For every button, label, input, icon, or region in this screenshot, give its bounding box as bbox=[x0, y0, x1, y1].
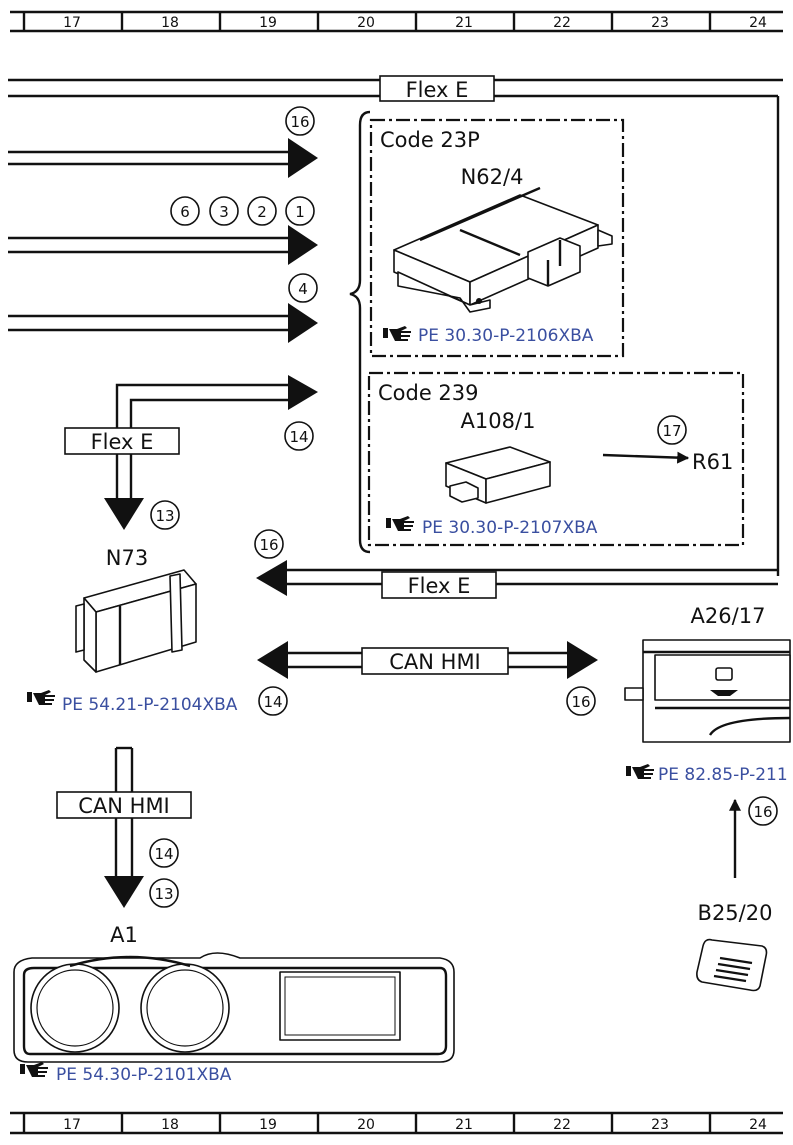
ruler-col-24: 24 bbox=[749, 1117, 767, 1133]
r61-label: R61 bbox=[692, 450, 733, 474]
ruler-col-24: 24 bbox=[749, 15, 767, 31]
n62-4-ref-link[interactable]: PE 30.30-P-2106XBA bbox=[418, 326, 594, 346]
code-239-group: Code 239 A108/1 R61 PE 30.30-P-2107XBA bbox=[367, 371, 745, 547]
ruler-col-17: 17 bbox=[63, 15, 81, 31]
ruler-col-22: 22 bbox=[553, 1117, 571, 1133]
marker-4: 4 bbox=[298, 280, 308, 298]
n62-4-device bbox=[393, 186, 613, 313]
ruler-col-17: 17 bbox=[63, 1117, 81, 1133]
b25-20-label: B25/20 bbox=[698, 901, 773, 925]
can-hmi-left-bus: CAN HMI bbox=[56, 746, 192, 908]
n73-label: N73 bbox=[106, 546, 148, 570]
ruler-col-23: 23 bbox=[651, 1117, 669, 1133]
marker-13-a: 13 bbox=[155, 507, 174, 525]
code-23p-title: Code 23P bbox=[380, 128, 480, 152]
code-239-title: Code 239 bbox=[378, 381, 479, 405]
input-arrow-6321 bbox=[8, 225, 318, 265]
ruler-col-20: 20 bbox=[357, 1117, 375, 1133]
marker-17: 17 bbox=[662, 422, 681, 440]
marker-14-c: 14 bbox=[154, 845, 173, 863]
ruler-col-19: 19 bbox=[259, 15, 277, 31]
flex-e-branch: Flex E bbox=[64, 375, 318, 530]
flex-e-top-label: Flex E bbox=[406, 78, 469, 102]
ruler-col-18: 18 bbox=[161, 1117, 179, 1133]
top-ruler: 17 18 19 20 21 22 23 24 bbox=[10, 10, 783, 33]
flex-e-return-bus: Flex E bbox=[256, 560, 778, 599]
marker-16-b: 16 bbox=[259, 536, 278, 554]
r61-arrow bbox=[602, 451, 690, 464]
a26-17-ref-link[interactable]: PE 82.85-P-211 bbox=[658, 765, 788, 785]
marker-16-top: 16 bbox=[290, 113, 309, 131]
marker-14-a: 14 bbox=[289, 428, 308, 446]
ruler-col-18: 18 bbox=[161, 15, 179, 31]
a26-17-group: A26/17 PE 82.85-P-211 bbox=[624, 604, 791, 785]
a1-ref-link[interactable]: PE 54.30-P-2101XBA bbox=[56, 1065, 232, 1085]
a1-label: A1 bbox=[110, 923, 138, 947]
a1-device bbox=[13, 952, 455, 1063]
marker-16-d: 16 bbox=[753, 803, 772, 821]
marker-13-b: 13 bbox=[154, 885, 173, 903]
can-hmi-left-label: CAN HMI bbox=[78, 794, 170, 818]
ruler-col-23: 23 bbox=[651, 15, 669, 31]
can-hmi-mid-bus: CAN HMI bbox=[257, 641, 598, 679]
ruler-col-19: 19 bbox=[259, 1117, 277, 1133]
bottom-ruler: 17 18 19 20 21 22 23 24 bbox=[10, 1111, 783, 1135]
marker-14-b: 14 bbox=[263, 693, 282, 711]
ruler-col-21: 21 bbox=[455, 1117, 473, 1133]
flex-e-mid-label: Flex E bbox=[408, 574, 471, 598]
a1-group: A1 PE 54.30-P-2101XBA bbox=[13, 923, 455, 1085]
input-arrow-4 bbox=[8, 303, 318, 343]
a26-17-label: A26/17 bbox=[691, 604, 766, 628]
n73-group: N73 PE 54.21-P-2104XBA bbox=[27, 546, 238, 715]
n73-device bbox=[75, 569, 197, 673]
marker-16-c: 16 bbox=[571, 693, 590, 711]
group-brace bbox=[349, 110, 371, 554]
can-hmi-mid-label: CAN HMI bbox=[389, 650, 481, 674]
flex-e-left-label: Flex E bbox=[91, 430, 154, 454]
code-23p-group: Code 23P N62/4 PE 30.30-P-2106XBA bbox=[369, 118, 625, 358]
b25-20-group: B25/20 bbox=[696, 901, 773, 992]
a108-1-ref-link[interactable]: PE 30.30-P-2107XBA bbox=[422, 518, 598, 538]
marker-circles: 16 6 3 2 1 4 14 13 17 16 14 16 16 14 13 bbox=[149, 106, 778, 908]
flex-e-top-bus: Flex E bbox=[8, 75, 783, 576]
input-arrow-16 bbox=[8, 138, 318, 178]
ruler-col-20: 20 bbox=[357, 15, 375, 31]
marker-1: 1 bbox=[295, 203, 305, 221]
a26-17-device bbox=[624, 639, 791, 743]
ruler-col-22: 22 bbox=[553, 15, 571, 31]
a108-1-device bbox=[445, 446, 551, 504]
n62-4-label: N62/4 bbox=[461, 165, 524, 189]
marker-2: 2 bbox=[257, 203, 267, 221]
marker-3: 3 bbox=[219, 203, 229, 221]
marker-6: 6 bbox=[180, 203, 190, 221]
a108-1-label: A108/1 bbox=[461, 409, 536, 433]
ruler-col-21: 21 bbox=[455, 15, 473, 31]
n73-ref-link[interactable]: PE 54.21-P-2104XBA bbox=[62, 695, 238, 715]
b25-20-device bbox=[696, 938, 768, 992]
